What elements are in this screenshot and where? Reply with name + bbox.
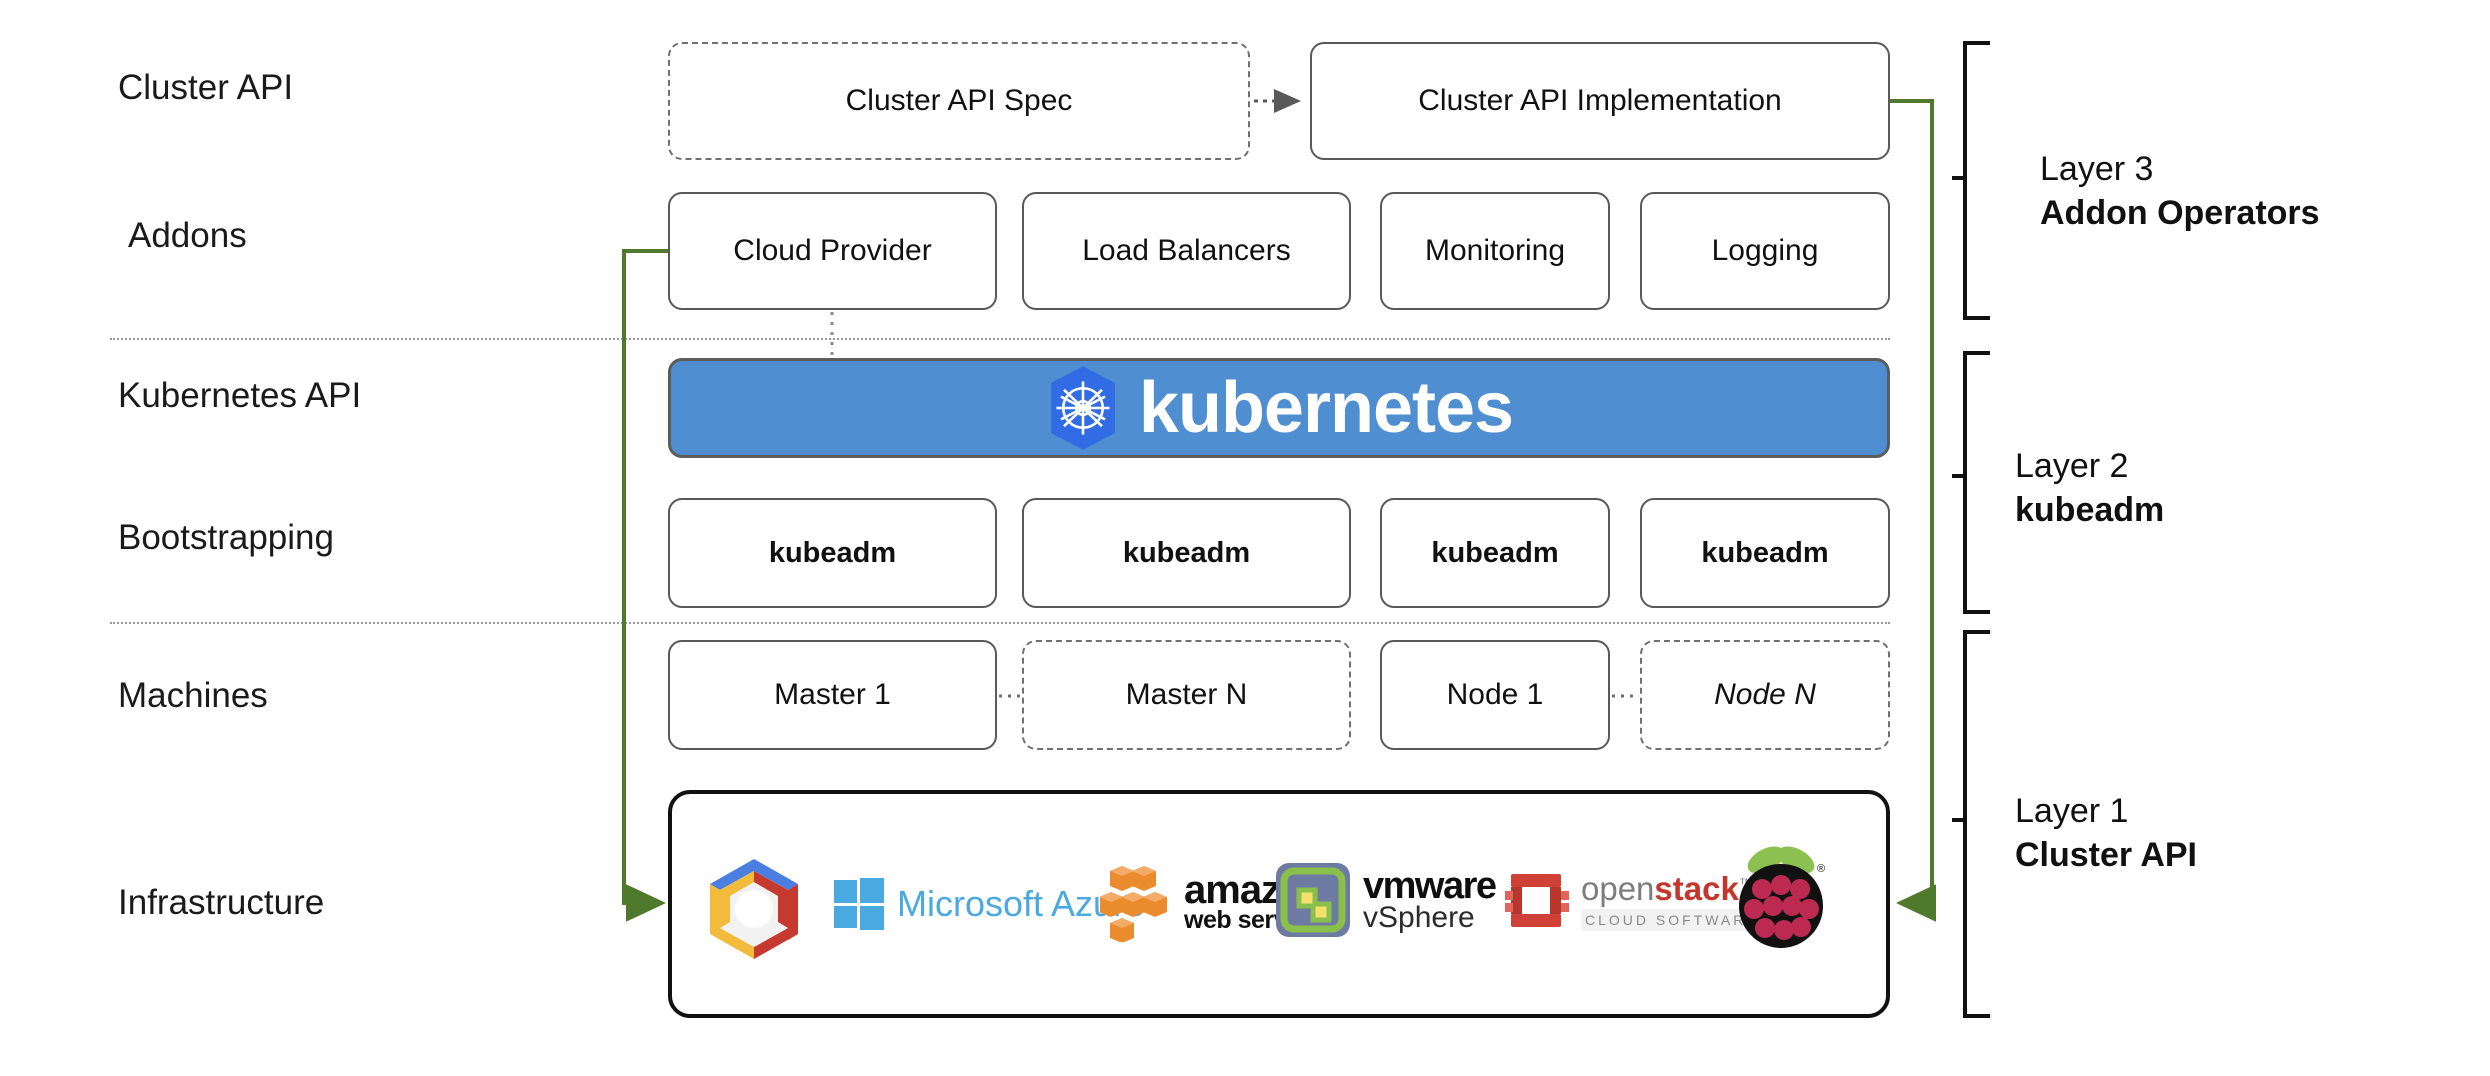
row-label-bootstrapping: Bootstrapping bbox=[118, 518, 334, 557]
kubernetes-helm-wheel-logo bbox=[1045, 364, 1121, 452]
layer-label-1: Layer 1 Cluster API bbox=[2015, 790, 2197, 877]
layer-2-name: Layer 2 bbox=[2015, 447, 2129, 485]
openstack-open-text: open bbox=[1581, 869, 1655, 907]
openstack-wordmark: openstack™ bbox=[1581, 872, 1763, 905]
box-kubeadm-3[interactable]: kubeadm bbox=[1380, 498, 1610, 608]
vsphere-text: vSphere bbox=[1363, 900, 1475, 934]
layer-3-name: Layer 3 bbox=[2040, 150, 2154, 188]
arrow-cloud-provider-to-infrastructure bbox=[622, 249, 668, 922]
row-label-kubernetes-api: Kubernetes API bbox=[118, 376, 362, 415]
openstack-label: openstack™ CLOUD SOFTWARE bbox=[1581, 872, 1763, 931]
svg-text:®: ® bbox=[1817, 863, 1825, 875]
box-cluster-api-implementation[interactable]: Cluster API Implementation bbox=[1310, 42, 1890, 160]
box-addon-logging[interactable]: Logging bbox=[1640, 192, 1890, 310]
bracket-layer-2 bbox=[1952, 351, 1990, 614]
layer-label-3: Layer 3 Addon Operators bbox=[2040, 148, 2320, 235]
row-label-cluster-api: Cluster API bbox=[118, 68, 294, 107]
kubernetes-wordmark: kubernetes bbox=[1138, 368, 1514, 448]
box-addon-cloud-provider[interactable]: Cloud Provider bbox=[668, 192, 997, 310]
row-label-infrastructure: Infrastructure bbox=[118, 883, 325, 922]
box-machine-node-n[interactable]: Node N bbox=[1640, 640, 1890, 750]
box-machine-master-1[interactable]: Master 1 bbox=[668, 640, 997, 750]
row-label-machines: Machines bbox=[118, 676, 268, 715]
box-machine-node-1[interactable]: Node 1 bbox=[1380, 640, 1610, 750]
layer-3-subject: Addon Operators bbox=[2040, 193, 2320, 232]
openstack-tagline: CLOUD SOFTWARE bbox=[1581, 908, 1763, 931]
raspberry-pi-logo: ® bbox=[1735, 842, 1827, 952]
arrow-cluster-api-impl-to-infrastructure bbox=[1890, 99, 1936, 922]
bracket-layer-1 bbox=[1952, 630, 1990, 1018]
box-addon-monitoring[interactable]: Monitoring bbox=[1380, 192, 1610, 310]
layer-2-subject: kubeadm bbox=[2015, 490, 2165, 529]
separator-layer3-layer2 bbox=[110, 338, 1890, 340]
vmware-vsphere-logo: vmware vSphere bbox=[1275, 862, 1497, 938]
separator-layer2-layer1 bbox=[110, 622, 1890, 624]
vmware-text: vmware bbox=[1363, 864, 1497, 907]
box-addon-load-balancers[interactable]: Load Balancers bbox=[1022, 192, 1351, 310]
box-kubeadm-1[interactable]: kubeadm bbox=[668, 498, 997, 608]
kubernetes-api-banner: kubernetes bbox=[668, 358, 1890, 458]
box-kubeadm-2[interactable]: kubeadm bbox=[1022, 498, 1351, 608]
microsoft-azure-logo: Microsoft Azure bbox=[833, 878, 1145, 930]
openstack-stack-text: stack bbox=[1654, 869, 1739, 907]
openstack-logo: openstack™ CLOUD SOFTWARE bbox=[1505, 870, 1763, 932]
box-machine-node-n-label: Node N bbox=[1714, 678, 1816, 711]
vmware-vsphere-label: vmware vSphere bbox=[1363, 864, 1497, 934]
box-kubeadm-4[interactable]: kubeadm bbox=[1640, 498, 1890, 608]
layer-1-name: Layer 1 bbox=[2015, 792, 2129, 830]
google-cloud-platform-logo bbox=[700, 855, 808, 961]
bracket-layer-3 bbox=[1952, 41, 1990, 320]
box-cluster-api-spec[interactable]: Cluster API Spec bbox=[668, 42, 1250, 160]
layer-label-2: Layer 2 kubeadm bbox=[2015, 445, 2164, 532]
box-machine-master-n[interactable]: Master N bbox=[1022, 640, 1351, 750]
row-label-addons: Addons bbox=[128, 216, 247, 255]
layer-1-subject: Cluster API bbox=[2015, 835, 2198, 874]
